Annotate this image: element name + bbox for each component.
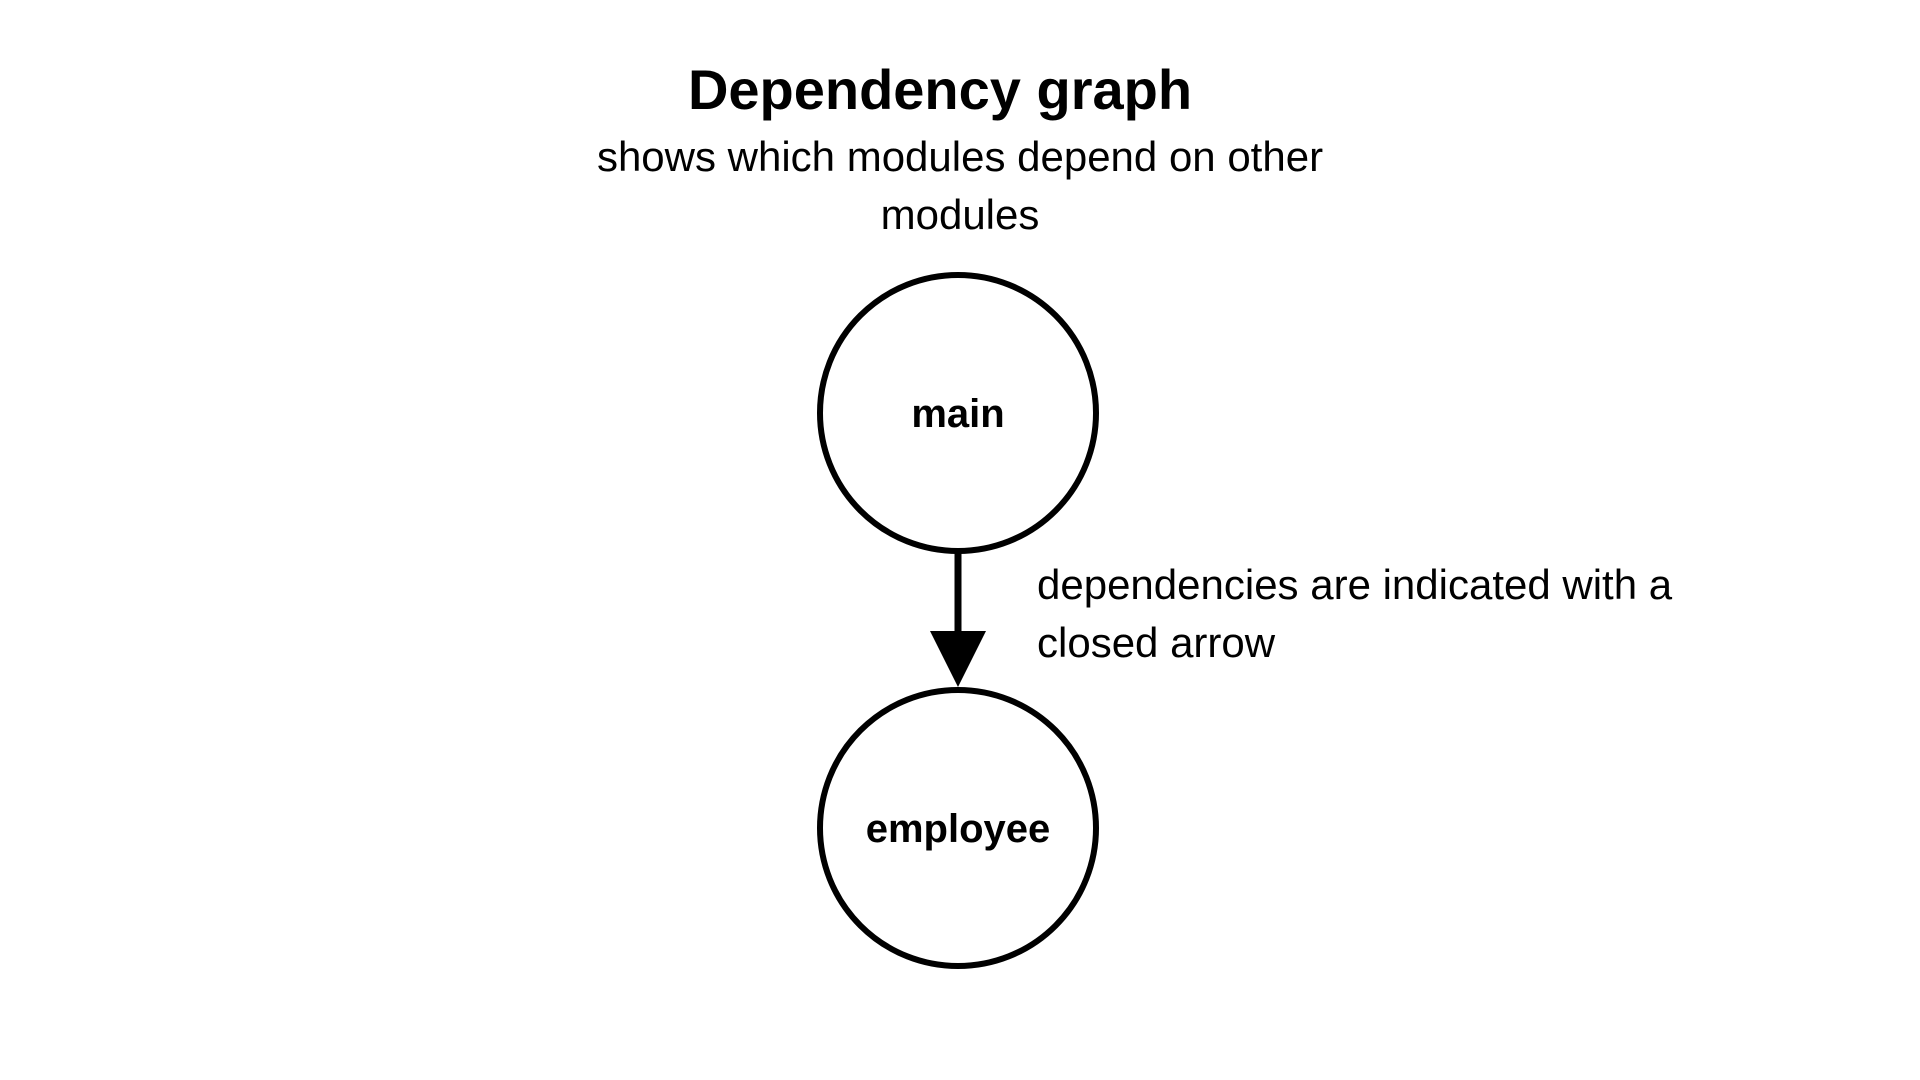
- node-employee-circle: [817, 687, 1099, 969]
- arrow-annotation: dependencies are indicated with a closed…: [1037, 561, 1673, 666]
- node-main-circle: [817, 272, 1099, 554]
- node-main-label: main: [911, 392, 1004, 436]
- node-employee: employee: [817, 687, 1099, 969]
- node-main: main: [817, 272, 1099, 554]
- diagram-title: Dependency graph: [687, 58, 1193, 121]
- diagram-subtitle: shows which modules depend on other modu…: [596, 133, 1324, 238]
- node-employee-label: employee: [866, 807, 1051, 851]
